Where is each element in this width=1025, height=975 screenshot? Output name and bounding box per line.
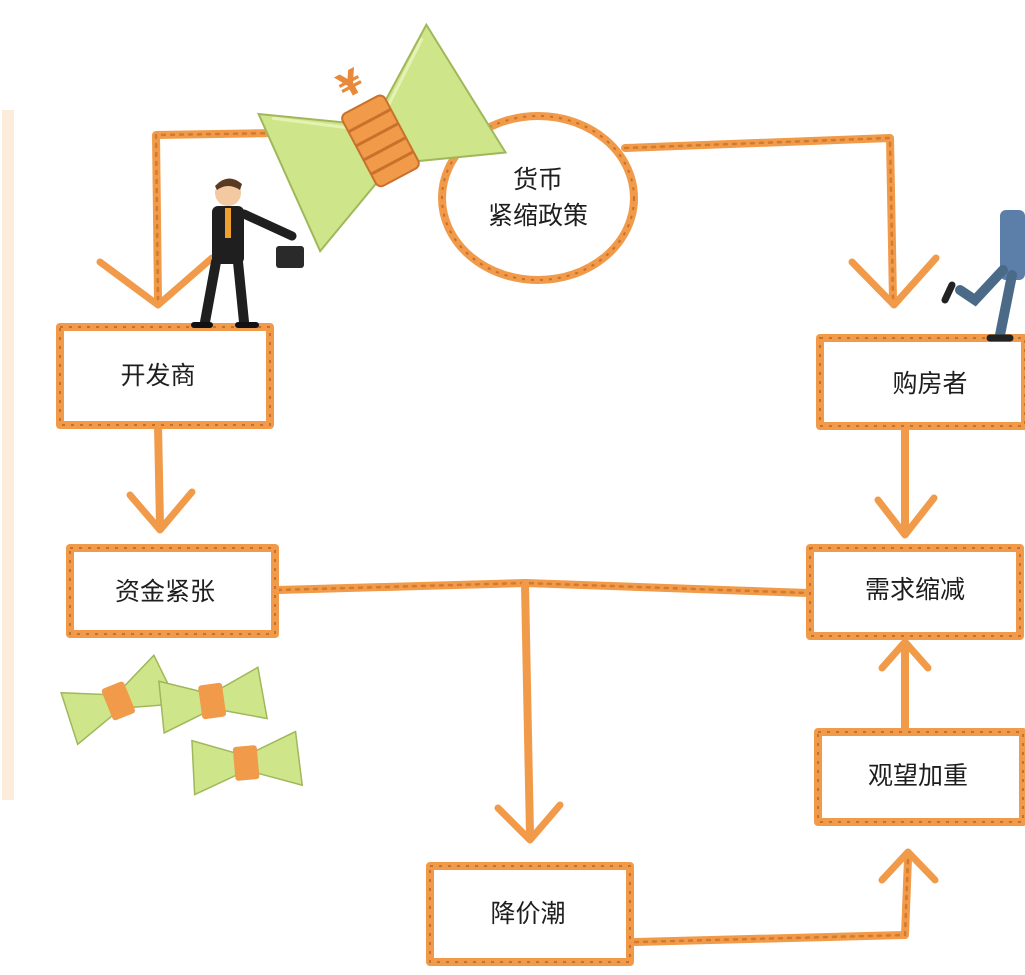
small-money-bundle-icon — [191, 730, 304, 796]
small-money-bundle-icon — [158, 666, 269, 735]
node-buyer: 购房者 — [816, 334, 1025, 430]
node-wait-and-see-label: 观望加重 — [868, 761, 968, 790]
arrow-to-developer — [96, 254, 216, 309]
arrow-to-price-cut — [494, 801, 564, 844]
arrow-heads — [96, 254, 940, 884]
node-demand-down: 需求缩减 — [806, 544, 1024, 640]
node-demand-down-label: 需求缩减 — [865, 575, 965, 604]
policy-line-1: 货币 — [513, 165, 563, 194]
node-developer: 开发商 — [56, 323, 274, 429]
small-money-bundles — [60, 654, 304, 796]
walking-person-icon — [941, 210, 1025, 342]
policy-line-2: 紧缩政策 — [488, 201, 588, 230]
node-price-cut-label: 降价潮 — [490, 899, 565, 928]
arrow-to-buyer — [848, 254, 940, 309]
arrow-to-demand-down — [874, 494, 938, 539]
left-edge-decoration — [2, 110, 14, 800]
arrow-up-to-wait-and-see — [878, 848, 939, 884]
arrow-up-to-demand-down — [878, 638, 932, 672]
node-funds-tight-label: 资金紧张 — [115, 577, 215, 606]
rope-connectors — [152, 128, 912, 946]
node-price-cut: 降价潮 — [426, 862, 634, 966]
node-buyer-label: 购房者 — [892, 369, 967, 398]
node-funds-tight: 资金紧张 — [66, 544, 279, 638]
node-developer-label: 开发商 — [120, 361, 195, 390]
businessman-with-briefcase-icon — [191, 178, 304, 328]
arrow-to-funds-tight — [126, 488, 196, 534]
svg-text:¥: ¥ — [331, 61, 371, 108]
small-money-bundle-icon — [60, 654, 179, 746]
policy-circle: 货币 紧缩政策 — [438, 112, 638, 284]
node-wait-and-see: 观望加重 — [814, 728, 1025, 826]
